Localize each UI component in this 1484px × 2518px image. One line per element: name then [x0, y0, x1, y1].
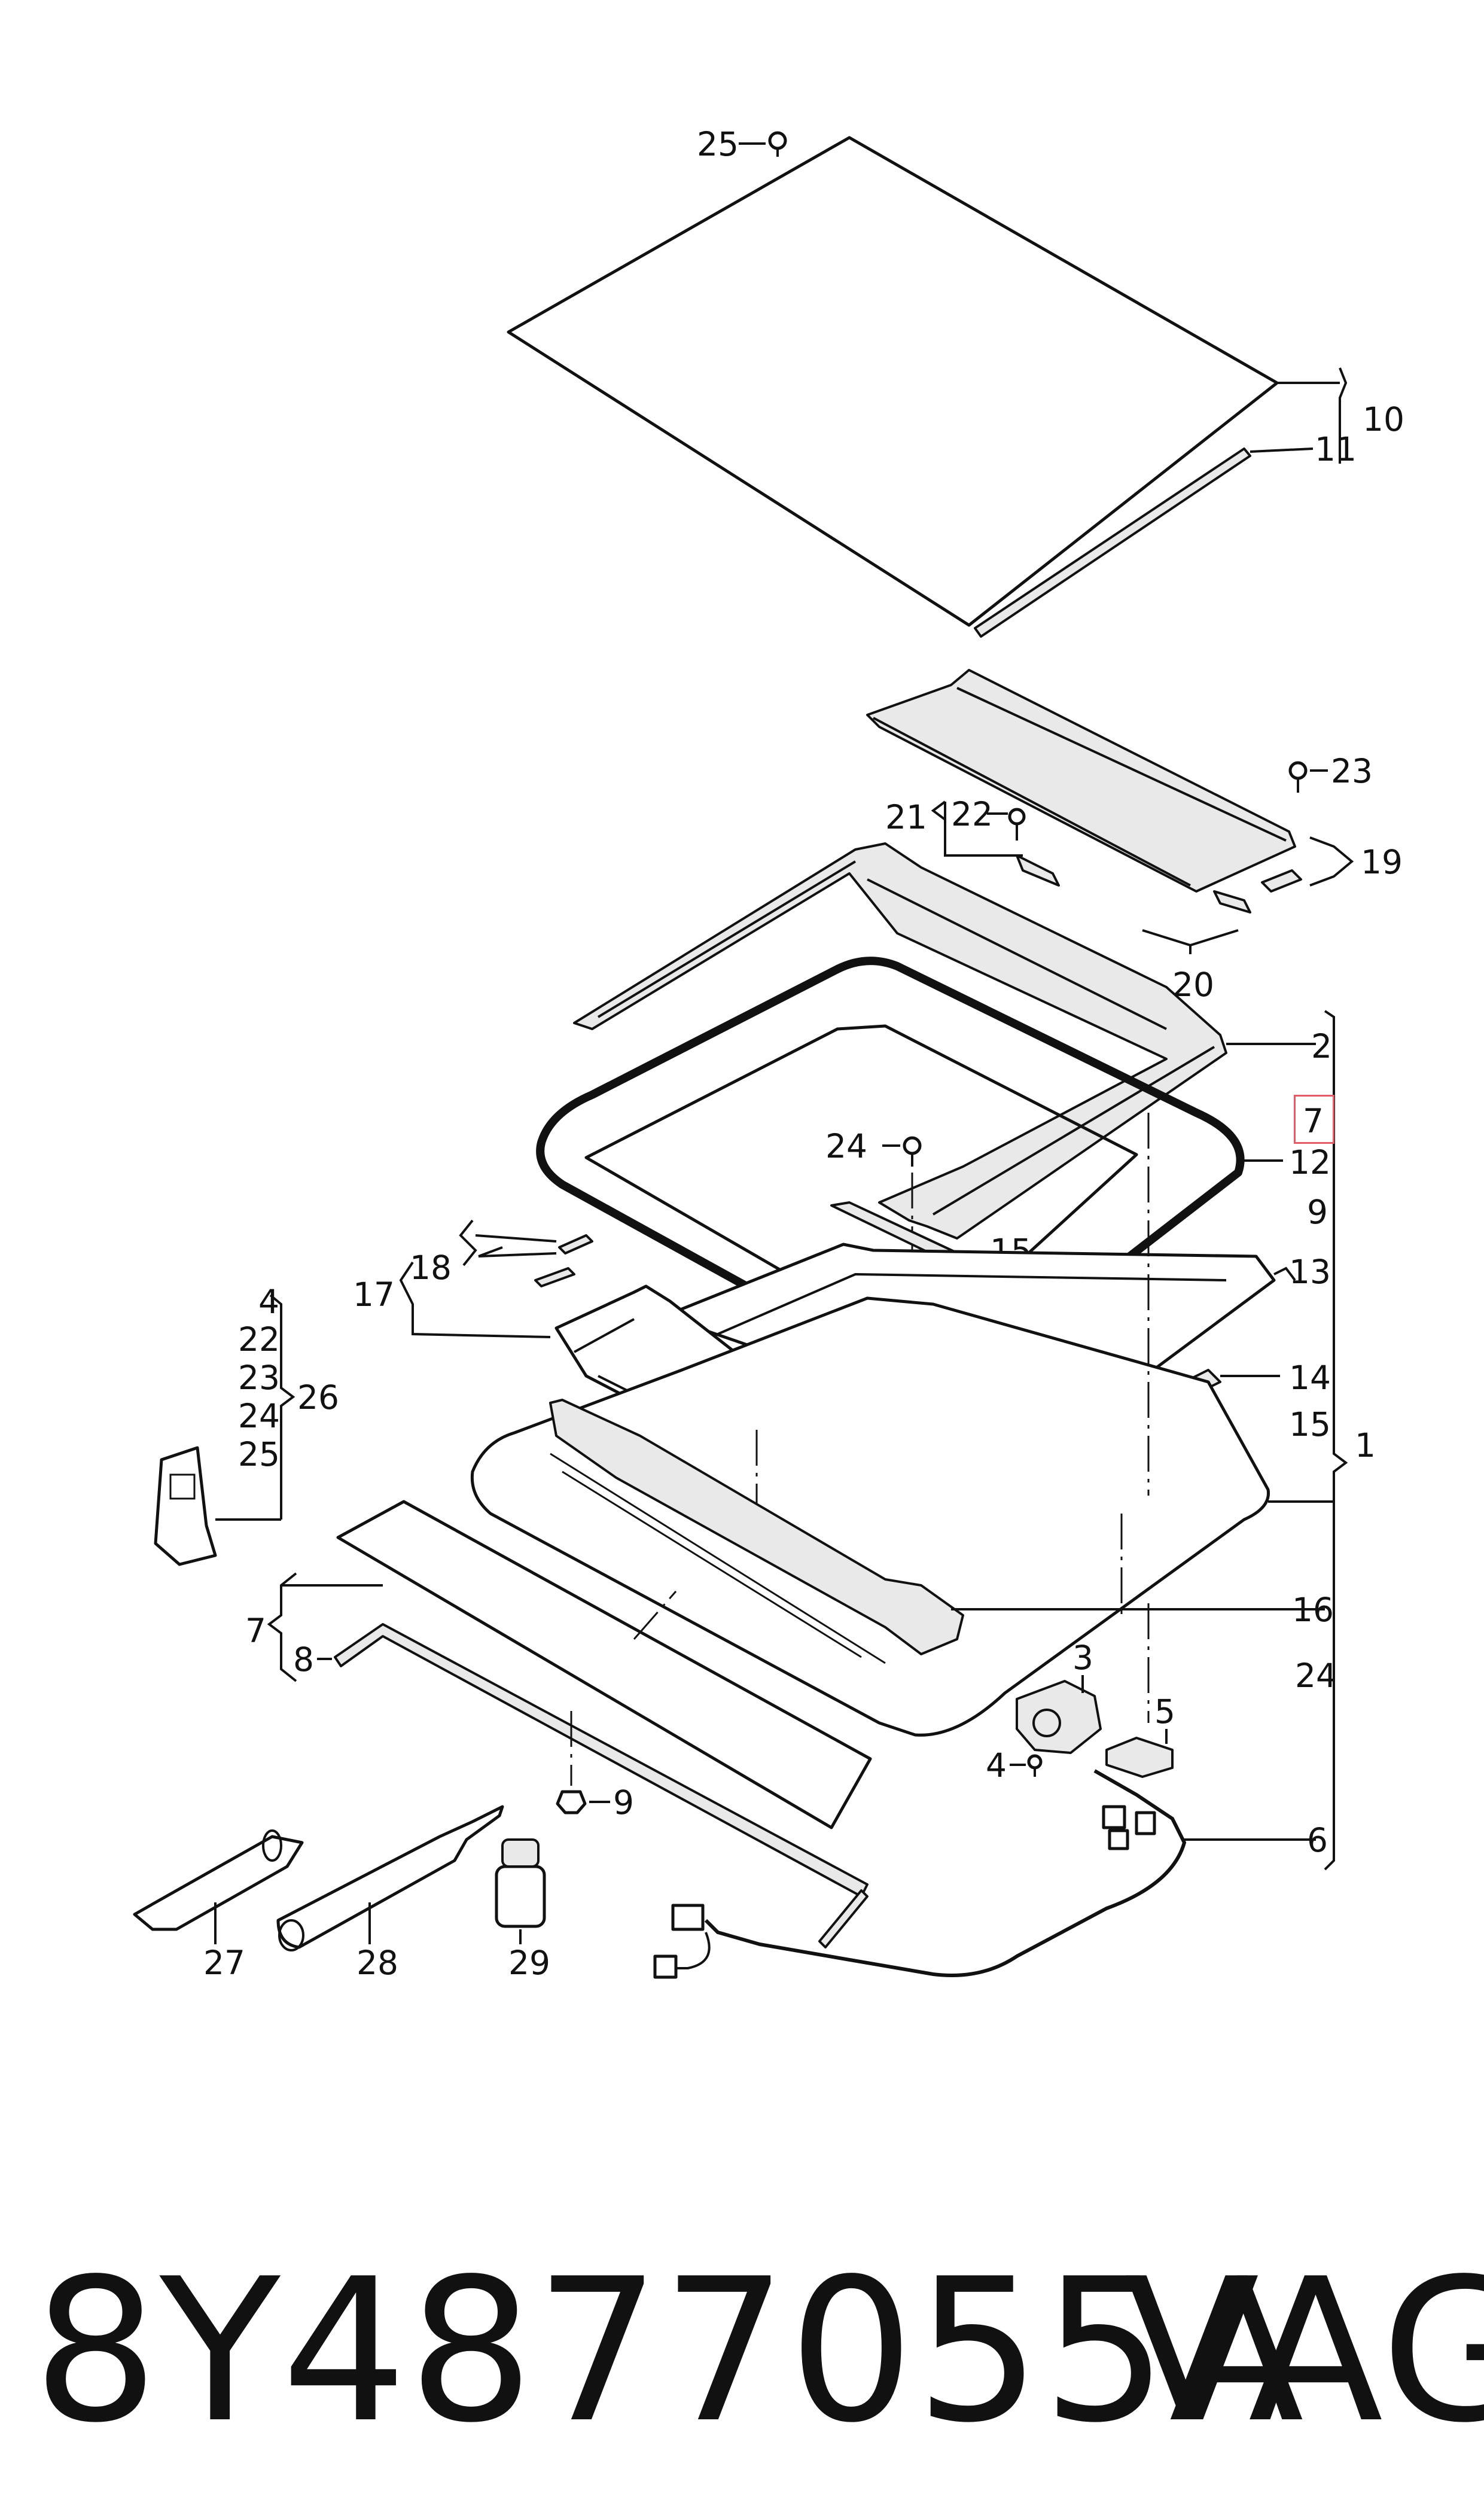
part-7-sunblind	[336, 1500, 872, 1829]
callout-26[interactable]: 26	[297, 1378, 339, 1417]
callout-16[interactable]: 16	[1292, 1591, 1334, 1629]
part-3-motor	[1016, 1680, 1102, 1754]
callout-5[interactable]: 5	[1154, 1692, 1175, 1731]
part-12-outer-seal	[536, 957, 1245, 1389]
callout-28[interactable]: 28	[356, 1944, 398, 1982]
footer: 8Y4877055A VAG	[0, 2225, 1484, 2477]
part-number: 8Y4877055A	[33, 2236, 1305, 2466]
callout-22[interactable]: 22	[951, 795, 993, 833]
callout-9-lower[interactable]: 9	[613, 1783, 634, 1822]
callout-23-left[interactable]: 23	[238, 1359, 280, 1397]
part-24-screw	[903, 1136, 922, 1167]
callout-7-left[interactable]: 7	[245, 1612, 266, 1650]
callout-25[interactable]: 25	[697, 125, 739, 163]
part-26-label	[154, 1446, 217, 1566]
callout-4[interactable]: 4	[986, 1746, 1007, 1785]
part-25-screw	[768, 131, 787, 157]
callout-12[interactable]: 12	[1289, 1143, 1331, 1182]
part-29-container	[495, 1838, 546, 1928]
part-10-glass-panel	[507, 136, 1279, 627]
callout-29[interactable]: 29	[508, 1944, 550, 1982]
part-4-screw	[1027, 1754, 1043, 1777]
part-23-screw	[1288, 761, 1308, 793]
part-11-seal-strip	[974, 447, 1251, 638]
callout-23[interactable]: 23	[1331, 752, 1373, 790]
brand-name: VAG	[1125, 2236, 1484, 2466]
part-18-springs	[534, 1234, 593, 1287]
part-6-wiring-harness	[653, 1769, 1187, 1979]
callout-19[interactable]: 19	[1361, 843, 1403, 881]
part-27-tube	[133, 1829, 304, 1931]
callout-15-right[interactable]: 15	[1289, 1405, 1331, 1444]
callout-22-left[interactable]: 22	[238, 1320, 280, 1359]
callout-8[interactable]: 8	[293, 1640, 314, 1679]
callout-18[interactable]: 18	[410, 1249, 452, 1287]
callout-6[interactable]: 6	[1307, 1821, 1328, 1859]
callout-25-left[interactable]: 25	[238, 1435, 280, 1473]
callout-13[interactable]: 13	[1289, 1253, 1331, 1291]
callout-14[interactable]: 14	[1289, 1359, 1331, 1397]
callout-11[interactable]: 11	[1315, 430, 1357, 468]
callout-2[interactable]: 2	[1311, 1027, 1332, 1065]
callout-7-highlighted[interactable]: 7	[1303, 1102, 1324, 1140]
callout-21[interactable]: 21	[885, 798, 927, 836]
callout-27[interactable]: 27	[203, 1944, 245, 1982]
callout-24-right[interactable]: 24	[1295, 1657, 1337, 1695]
callout-highlight-box	[1294, 1095, 1334, 1144]
callout-10[interactable]: 10	[1363, 400, 1404, 439]
part-5-control-unit	[1105, 1737, 1174, 1778]
callout-17[interactable]: 17	[353, 1275, 395, 1314]
callout-24[interactable]: 24	[825, 1127, 867, 1165]
part-wind-deflector	[866, 669, 1296, 893]
callout-1[interactable]: 1	[1355, 1426, 1376, 1464]
callout-4-left[interactable]: 4	[258, 1283, 279, 1321]
callout-9[interactable]: 9	[1307, 1193, 1328, 1231]
callout-3[interactable]: 3	[1072, 1639, 1093, 1677]
part-9-nut	[556, 1790, 587, 1814]
part-22-screw	[1008, 808, 1026, 841]
sunroof-exploded-diagram: 25 10 11 21 22 23 19 20 2 12 7 9	[133, 125, 1404, 1982]
part-28-cartridge	[276, 1805, 504, 1951]
callout-24-left[interactable]: 24	[238, 1397, 280, 1435]
part-2-guide-frame	[573, 842, 1227, 1240]
